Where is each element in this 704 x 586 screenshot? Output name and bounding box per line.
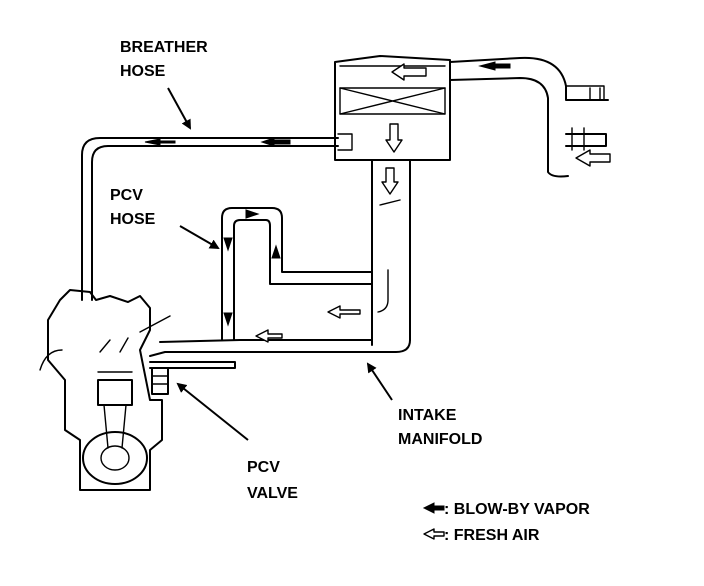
fresh-air-arrow [327, 305, 361, 319]
intake-manifold-label-line2: MANIFOLD [398, 431, 482, 448]
blow-by-arrow [478, 61, 511, 71]
legend-fresh-air-icon [423, 528, 445, 540]
legend-fresh-air-label: : FRESH AIR [444, 527, 540, 544]
blow-by-arrow [223, 237, 233, 252]
breather-hose [81, 133, 353, 301]
breather-hose-label-line1: BREATHER [120, 39, 208, 56]
legend: : BLOW-BY VAPOR : FRESH AIR [422, 501, 590, 544]
blow-by-arrow [144, 138, 176, 146]
fresh-air-arrow [385, 123, 403, 153]
fresh-air-arrow [391, 63, 427, 81]
breather-hose-label-line2: HOSE [120, 63, 166, 80]
blow-by-arrow [223, 312, 233, 327]
pcv-hose [221, 207, 373, 341]
blow-by-flow-arrows [144, 61, 511, 327]
fresh-air-arrow [575, 149, 611, 167]
pcv-valve-label-line1: PCV [247, 459, 280, 476]
air-cleaner [334, 55, 609, 346]
engine [39, 289, 171, 491]
legend-blow-by-icon [422, 502, 445, 514]
fresh-air-arrow [381, 167, 399, 195]
intake-manifold-label-line1: INTAKE [398, 407, 457, 424]
blow-by-arrow [245, 209, 260, 219]
legend-blow-by-label: : BLOW-BY VAPOR [444, 501, 590, 518]
blow-by-arrow [260, 137, 291, 147]
intake-manifold [149, 199, 411, 369]
pcv-hose-label-line1: PCV [110, 187, 143, 204]
pcv-hose-label-line2: HOSE [110, 211, 156, 228]
fresh-air-arrow [255, 329, 283, 343]
pcv-valve-label-line2: VALVE [247, 485, 298, 502]
fresh-air-flow-arrows [255, 63, 611, 343]
blow-by-arrow [271, 244, 281, 259]
leader-lines [167, 87, 393, 441]
